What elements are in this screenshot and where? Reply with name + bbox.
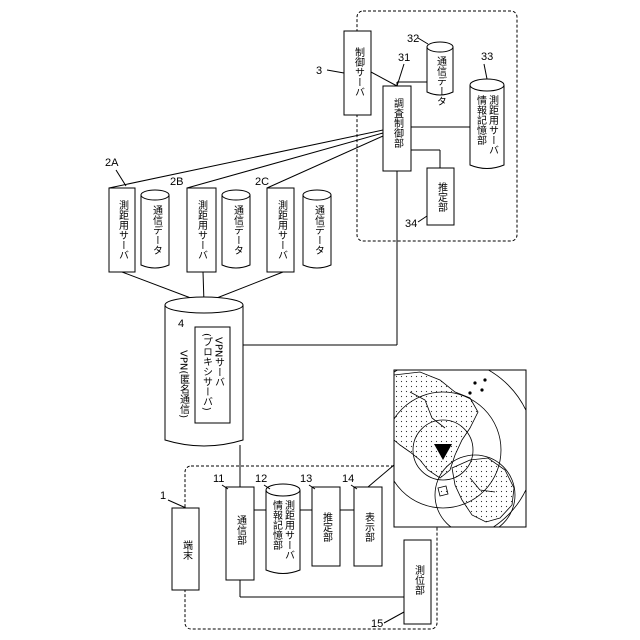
control-estimation-label: 推定部 (436, 181, 448, 213)
ranging-server-2b-data-label: 通信データ (232, 205, 244, 255)
terminal-number: 1 (160, 490, 166, 502)
terminal-label: 端末 (181, 539, 193, 561)
ranging-server-2c-number: 2C (255, 176, 269, 188)
control-server-info-storage-line2: 情報記憶部 (475, 94, 487, 146)
ranging-server-2a-number: 2A (105, 157, 119, 169)
investigation-control-number: 31 (398, 52, 410, 64)
ranging-server-2b-label: 測距用サーバ (196, 199, 208, 260)
terminal-positioning-number: 15 (371, 618, 383, 630)
control-comm-data-label: 通信データ (435, 56, 447, 106)
terminal-estimation-label: 推定部 (321, 511, 333, 543)
terminal-positioning-label: 測位部 (413, 564, 425, 596)
terminal-comm-unit-label: 通信部 (235, 515, 247, 546)
control-server-label: 制御サーバ (353, 46, 365, 97)
control-server-info-storage-line1: 測距用サーバ (487, 94, 499, 155)
ranging-server-2c-label: 測距用サーバ (276, 199, 288, 260)
terminal-display-label: 表示部 (363, 511, 375, 543)
vpn-server-line1: VPNサーバ (213, 337, 225, 387)
ranging-server-2a-label: 測距用サーバ (117, 199, 129, 260)
control-server-info-storage-number: 33 (481, 51, 493, 63)
terminal-comm-unit-number: 11 (213, 473, 224, 485)
ranging-server-2a-data-label: 通信データ (151, 205, 163, 255)
ranging-server-2b: 測距用サーバ 通信データ 2B (170, 176, 250, 272)
vpn-number: 4 (178, 318, 184, 330)
ranging-server-2b-number: 2B (170, 176, 183, 188)
vpn-label: VPN(匿名通信) (178, 350, 190, 418)
control-estimation-number: 34 (405, 218, 417, 230)
investigation-control-label: 調査制御部 (392, 97, 404, 149)
terminal-server-info-storage-number: 12 (255, 473, 267, 485)
terminal-server-info-storage-line1: 測距用サーバ (283, 499, 295, 560)
terminal-estimation-number: 13 (300, 473, 312, 485)
ranging-server-2c: 測距用サーバ 通信データ 2C (255, 176, 331, 272)
ranging-server-2a: 測距用サーバ 通信データ 2A (105, 157, 169, 272)
terminal-display-number: 14 (342, 473, 354, 485)
terminal-server-info-storage-line2: 情報記憶部 (271, 499, 283, 551)
control-comm-data-number: 32 (407, 33, 419, 45)
vpn-server-line2: (プロキシサーバ) (201, 333, 213, 411)
ranging-server-2c-data-label: 通信データ (313, 205, 325, 255)
control-server-number: 3 (316, 65, 322, 77)
